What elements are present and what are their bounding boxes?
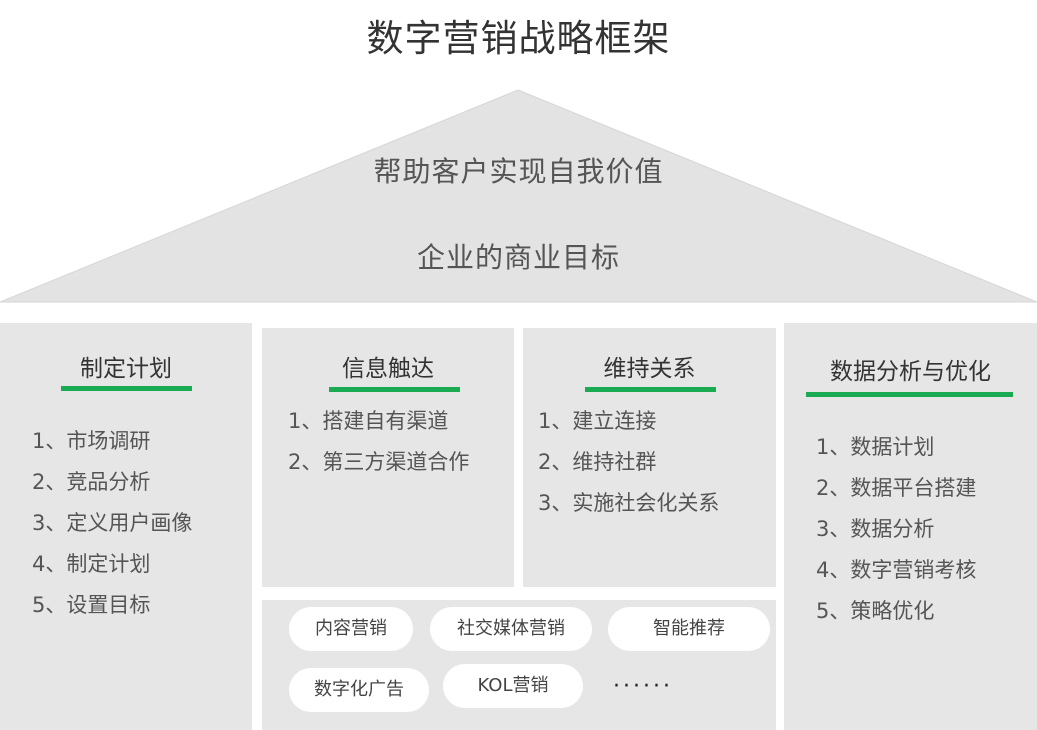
list-item: 1、搭建自有渠道: [288, 409, 449, 433]
pillar-plan-title: 制定计划: [80, 356, 172, 382]
list-item: 4、制定计划: [32, 552, 151, 576]
pillar-maintain: 维持关系 1、建立连接 2、维持社群 3、实施社会化关系: [523, 328, 776, 587]
pillar-data-list: 1、数据计划 2、数据平台搭建 3、数据分析 4、数字营销考核 5、策略优化: [816, 431, 976, 636]
channels-base: 内容营销 社交媒体营销 智能推荐 数字化广告 KOL营销 ······: [262, 600, 776, 730]
channel-pill: KOL营销: [443, 664, 583, 708]
pillar-maintain-underline: [585, 387, 716, 392]
list-item: 1、市场调研: [32, 429, 151, 453]
channel-pill: 智能推荐: [608, 607, 770, 651]
pillar-data-title: 数据分析与优化: [830, 359, 991, 385]
list-item: 2、数据平台搭建: [816, 476, 977, 500]
pillar-plan: 制定计划 1、市场调研 2、竞品分析 3、定义用户画像 4、制定计划 5、设置目…: [0, 323, 252, 730]
list-item: 3、数据分析: [816, 517, 935, 541]
more-dots: ······: [613, 674, 673, 699]
list-item: 2、维持社群: [538, 450, 657, 474]
list-item: 1、建立连接: [538, 409, 657, 433]
list-item: 3、实施社会化关系: [538, 491, 720, 515]
diagram-title: 数字营销战略框架: [366, 17, 671, 60]
channel-pill: 内容营销: [289, 607, 413, 651]
roof-top-label: 帮助客户实现自我价值: [373, 155, 664, 188]
pillar-reach-list: 1、搭建自有渠道 2、第三方渠道合作: [288, 405, 469, 487]
pillar-maintain-list: 1、建立连接 2、维持社群 3、实施社会化关系: [538, 405, 719, 528]
pillar-reach: 信息触达 1、搭建自有渠道 2、第三方渠道合作: [262, 328, 514, 587]
list-item: 1、数据计划: [816, 435, 935, 459]
roof-bottom-label: 企业的商业目标: [416, 241, 620, 274]
channel-pill: 数字化广告: [289, 668, 429, 712]
pillar-reach-title: 信息触达: [342, 356, 434, 382]
pillar-maintain-title: 维持关系: [603, 356, 696, 382]
list-item: 2、竞品分析: [32, 470, 151, 494]
list-item: 4、数字营销考核: [816, 558, 977, 582]
channel-pill: 社交媒体营销: [430, 607, 592, 651]
list-item: 2、第三方渠道合作: [288, 450, 470, 474]
pillar-reach-underline: [329, 387, 460, 392]
pillar-data-underline: [806, 392, 1013, 397]
list-item: 5、设置目标: [32, 593, 151, 617]
pillar-plan-underline: [61, 386, 192, 391]
list-item: 5、策略优化: [816, 599, 935, 623]
pillar-data: 数据分析与优化 1、数据计划 2、数据平台搭建 3、数据分析 4、数字营销考核 …: [784, 323, 1037, 730]
roof-triangle: [0, 89, 1037, 303]
pillar-plan-list: 1、市场调研 2、竞品分析 3、定义用户画像 4、制定计划 5、设置目标: [32, 425, 192, 630]
list-item: 3、定义用户画像: [32, 511, 193, 535]
